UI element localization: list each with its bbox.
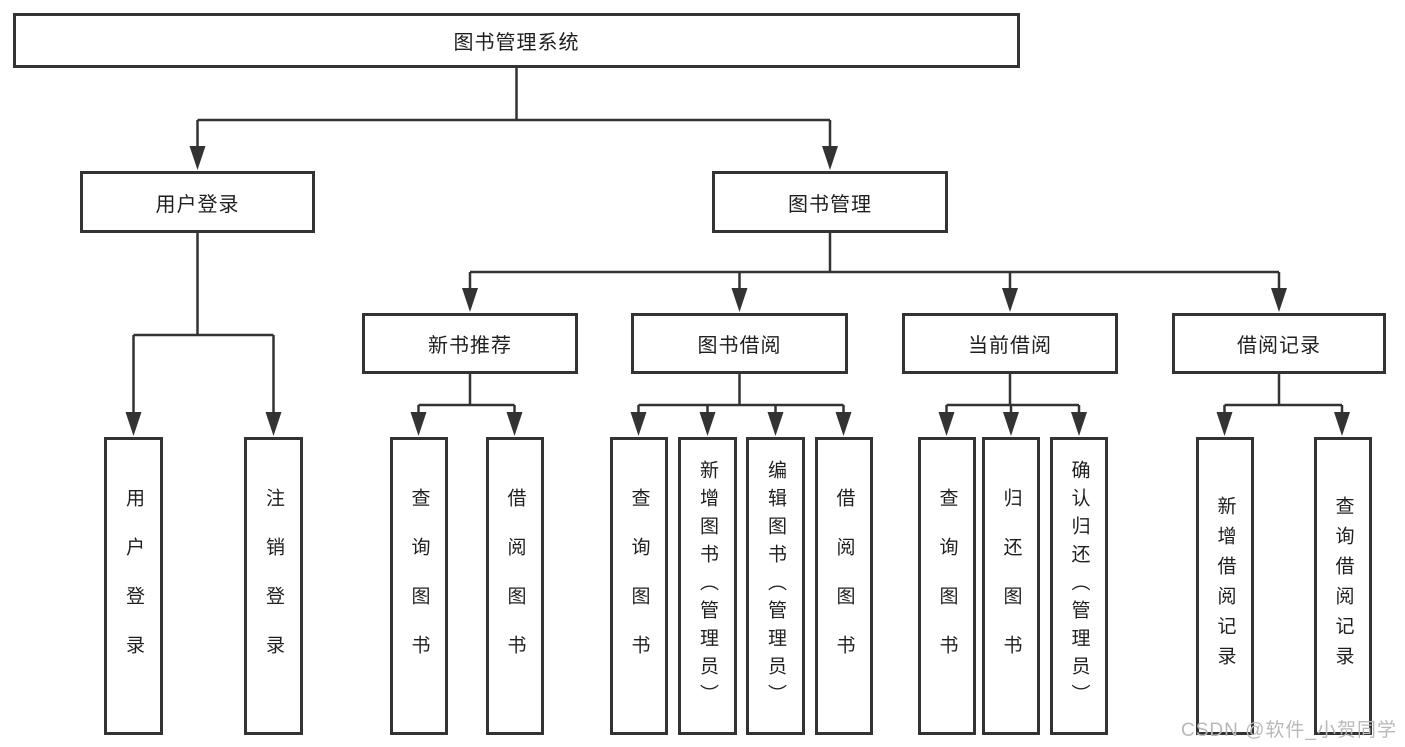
- leaf-borrow-edit-books-admin: 编辑图书（管理员）: [746, 437, 805, 735]
- node-borrowing-records: 借阅记录: [1172, 313, 1386, 374]
- leaf-current-confirm-return-admin: 确认归还（管理员）: [1050, 437, 1108, 735]
- leaf-records-add-record: 新增借阅记录: [1196, 437, 1254, 735]
- node-user-login-branch: 用户登录: [80, 171, 315, 233]
- node-book-management-branch: 图书管理: [712, 171, 948, 233]
- leaf-current-query-books: 查询图书: [918, 437, 976, 735]
- leaf-borrow-borrow-books: 借阅图书: [815, 437, 873, 735]
- leaf-records-query-record: 查询借阅记录: [1314, 437, 1372, 735]
- node-current-borrowing: 当前借阅: [902, 313, 1118, 374]
- csdn-watermark: CSDN @软件_小贺同学: [1181, 720, 1397, 741]
- node-new-book-recommend: 新书推荐: [362, 313, 578, 374]
- leaf-borrow-add-books-admin: 新增图书（管理员）: [678, 437, 737, 735]
- node-library-system: 图书管理系统: [13, 13, 1020, 68]
- leaf-current-return-books: 归还图书: [982, 437, 1040, 735]
- node-book-borrowing: 图书借阅: [631, 313, 848, 374]
- leaf-borrow-query-books: 查询图书: [610, 437, 668, 735]
- leaf-logout: 注销登录: [244, 437, 303, 735]
- leaf-newbook-query-books: 查询图书: [390, 437, 448, 735]
- leaf-user-login: 用户登录: [104, 437, 163, 735]
- leaf-newbook-borrow-books: 借阅图书: [486, 437, 544, 735]
